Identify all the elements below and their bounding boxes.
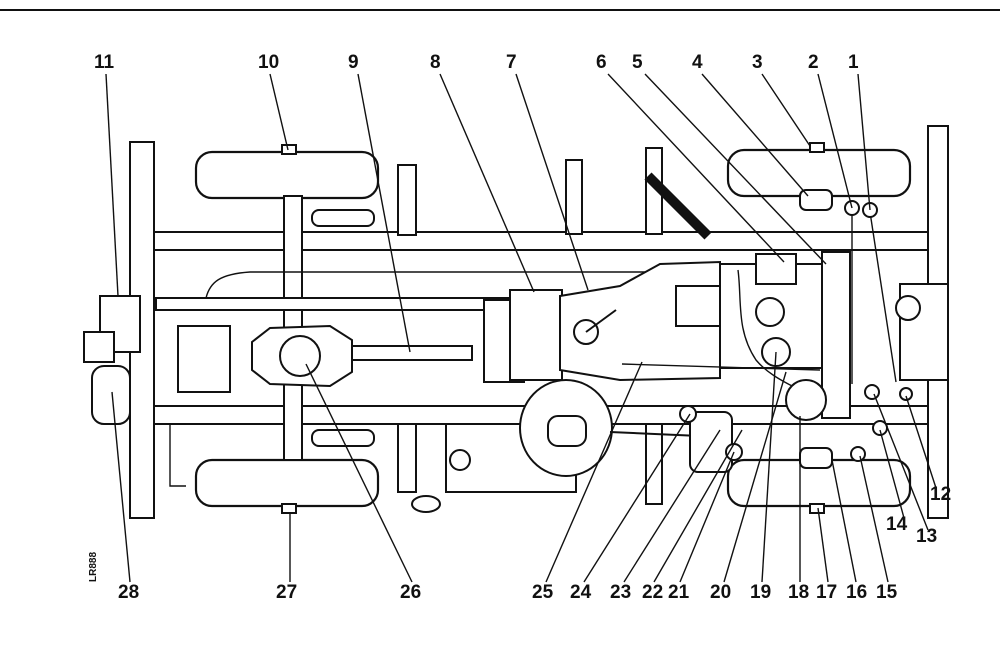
leader-lines: [105, 73, 937, 583]
label-15: 15: [876, 582, 898, 603]
label-24: 24: [570, 582, 592, 603]
label-16: 16: [846, 582, 867, 603]
engine-assembly: [719, 251, 851, 421]
label-2: 2: [808, 52, 819, 73]
rear-axle-assembly: [83, 271, 650, 425]
label-26: 26: [400, 582, 421, 603]
label-11: 11: [94, 52, 115, 73]
callout-numbers: 1 2 3 4 5 6 7 8 9 10 11 12 13 14 15 16 1…: [94, 52, 951, 603]
label-18: 18: [788, 582, 809, 603]
label-13: 13: [916, 526, 937, 547]
gearbox-assembly: [483, 260, 725, 383]
figure-code: LR888: [88, 552, 99, 582]
front-wheels: [726, 142, 912, 514]
label-21: 21: [668, 582, 690, 603]
label-28: 28: [118, 582, 139, 603]
label-20: 20: [710, 582, 731, 603]
label-1: 1: [848, 52, 859, 73]
label-3: 3: [752, 52, 763, 73]
label-12: 12: [930, 484, 951, 505]
steering-and-tank: [169, 363, 821, 513]
label-23: 23: [610, 582, 631, 603]
label-10: 10: [258, 52, 279, 73]
label-5: 5: [632, 52, 643, 73]
front-components: [844, 200, 949, 462]
label-19: 19: [750, 582, 771, 603]
label-8: 8: [430, 52, 441, 73]
label-6: 6: [596, 52, 607, 73]
label-7: 7: [506, 52, 517, 73]
label-14: 14: [886, 514, 908, 535]
chassis-frame: [129, 125, 949, 519]
label-22: 22: [642, 582, 663, 603]
diagonal-brace: [644, 172, 712, 240]
label-27: 27: [276, 582, 297, 603]
label-9: 9: [348, 52, 359, 73]
label-4: 4: [692, 52, 703, 73]
label-25: 25: [532, 582, 554, 603]
label-17: 17: [816, 582, 837, 603]
